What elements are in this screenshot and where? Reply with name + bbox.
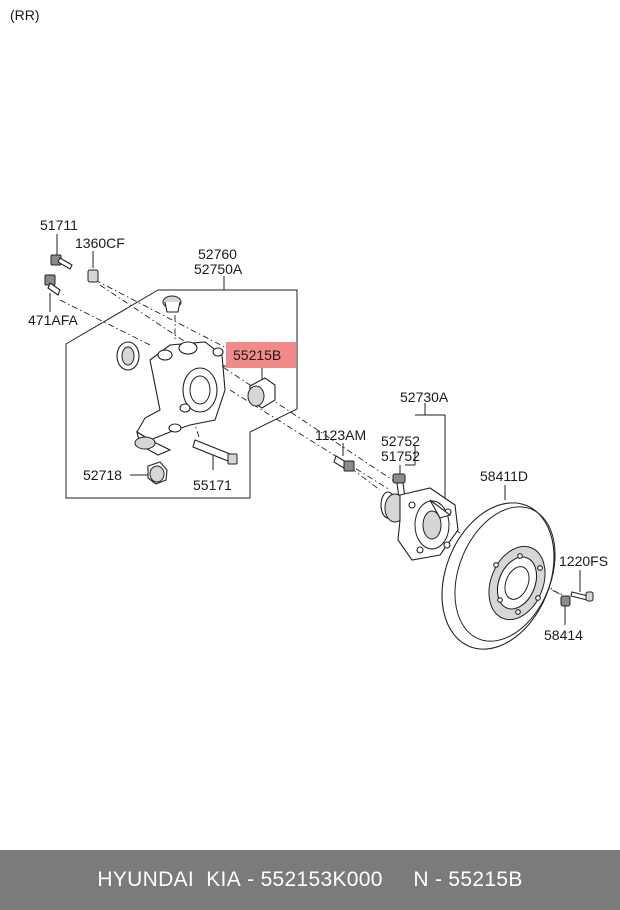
label-1220FS[interactable]: 1220FS	[559, 553, 608, 569]
highlight-box	[226, 342, 296, 368]
hub-bolt-52752[interactable]	[392, 465, 406, 499]
label-58411D[interactable]: 58411D	[480, 468, 528, 484]
part-info-footer: HYUNDAI KIA - 552153K000 N - 55215B	[0, 850, 620, 910]
bolt-1123AM[interactable]	[333, 443, 355, 472]
label-1123AM[interactable]: 1123AM	[315, 427, 366, 443]
footer-separator: -	[241, 868, 261, 891]
label-52730A[interactable]: 52730A	[400, 389, 449, 405]
brake-disc-58411D[interactable]	[421, 485, 574, 666]
hub-52730A[interactable]	[380, 487, 459, 561]
screw-1220FS[interactable]	[570, 570, 594, 602]
label-52718[interactable]: 52718	[83, 467, 122, 483]
footer-brand: HYUNDAI KIA	[97, 868, 242, 891]
footer-separator: -	[428, 868, 449, 891]
label-51752[interactable]: 51752	[381, 448, 420, 464]
footer-code: 55215B	[448, 868, 523, 891]
label-58414[interactable]: 58414	[544, 627, 583, 643]
bush-55215B[interactable]	[247, 366, 276, 409]
assembly-axis-lines	[59, 279, 571, 599]
label-52760[interactable]: 52760	[198, 246, 237, 262]
footer-spacer	[383, 868, 414, 892]
label-55171[interactable]: 55171	[193, 477, 232, 493]
footer-part-number: 552153K000	[260, 868, 383, 891]
label-55215B[interactable]: 55215B	[233, 347, 281, 363]
bolt-471AFA[interactable]	[44, 274, 61, 312]
label-51711[interactable]: 51711	[40, 217, 78, 233]
label-52750A[interactable]: 52750A	[194, 261, 243, 277]
footer-prefix: N	[413, 868, 429, 891]
parts-diagram: (RR)	[10, 7, 608, 666]
bush-52718[interactable]	[130, 461, 168, 485]
nut-1360CF[interactable]	[87, 251, 99, 283]
label-52752[interactable]: 52752	[381, 433, 420, 449]
knuckle-group-outline	[65, 289, 298, 499]
bolt-51711[interactable]	[50, 234, 73, 270]
nut-58414[interactable]	[560, 595, 571, 625]
hub-bracket-lines	[405, 403, 446, 510]
label-1360CF[interactable]: 1360CF	[75, 235, 125, 251]
pin-55171[interactable]	[192, 439, 238, 470]
knuckle-52760[interactable]	[116, 295, 226, 456]
label-471AFA[interactable]: 471AFA	[28, 312, 78, 328]
position-label: (RR)	[10, 7, 40, 23]
